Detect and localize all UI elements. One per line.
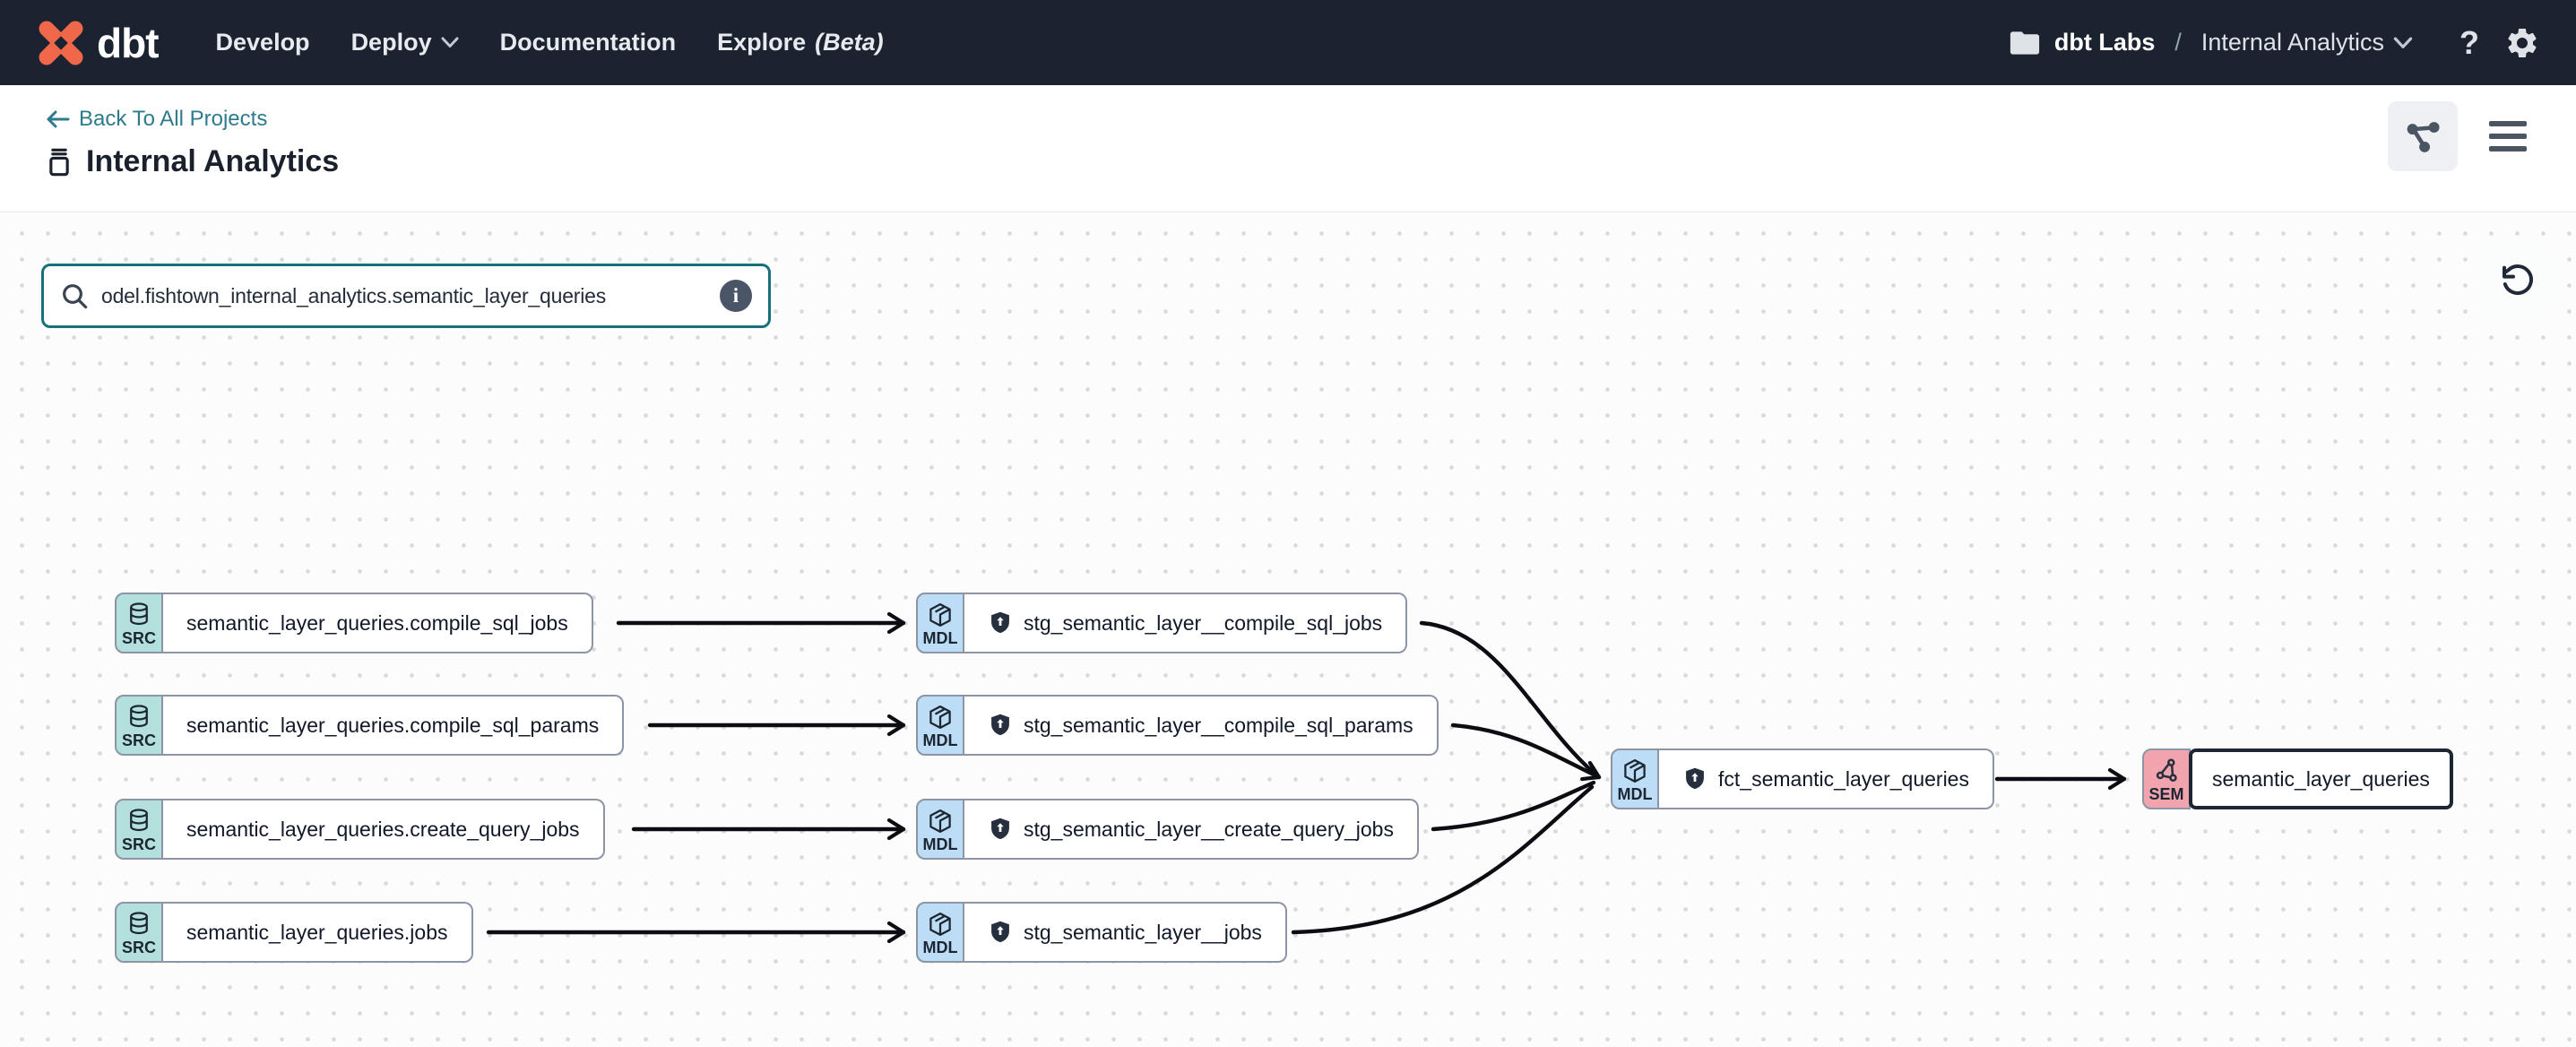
chevron-down-icon: [2393, 37, 2413, 48]
shield-icon: [991, 921, 1009, 943]
page-title: Internal Analytics: [86, 144, 340, 178]
shield-icon: [991, 818, 1009, 840]
graph-node-source[interactable]: SRC semantic_layer_queries.compile_sql_p…: [115, 695, 625, 756]
node-label: semantic_layer_queries.create_query_jobs: [186, 817, 580, 841]
hamburger-icon: [2489, 121, 2527, 126]
graph-node-semantic-model-selected[interactable]: SEM semantic_layer_queries: [2142, 748, 2453, 809]
cube-icon: [929, 913, 951, 936]
project-icon: [49, 148, 69, 176]
shield-icon: [991, 714, 1009, 736]
database-icon: [130, 912, 148, 935]
node-label: semantic_layer_queries: [2212, 766, 2430, 791]
nav-links: Develop Deploy Documentation Explore (Be…: [216, 29, 884, 56]
nav-item-explore[interactable]: Explore (Beta): [717, 29, 884, 56]
graph-node-model[interactable]: MDL stg_semantic_layer__jobs: [916, 902, 1287, 963]
node-label: stg_semantic_layer__compile_sql_jobs: [1024, 610, 1383, 635]
rotate-ccw-icon: [2503, 264, 2533, 295]
beta-tag: (Beta): [815, 29, 884, 56]
model-badge: MDL: [1611, 748, 1659, 809]
shield-icon: [1686, 767, 1704, 790]
model-badge: MDL: [916, 799, 964, 860]
search-input[interactable]: odel.fishtown_internal_analytics.semanti…: [41, 264, 771, 328]
node-label: fct_semantic_layer_queries: [1718, 766, 1969, 791]
node-label: stg_semantic_layer__compile_sql_params: [1024, 713, 1413, 737]
nav-item-develop[interactable]: Develop: [215, 29, 310, 56]
nav-icon-group: ?: [2459, 24, 2540, 62]
node-label: stg_semantic_layer__create_query_jobs: [1024, 817, 1394, 841]
model-badge: MDL: [916, 695, 964, 756]
model-badge: MDL: [916, 593, 964, 653]
semantic-model-icon: [2156, 758, 2177, 783]
view-toggle-group: [2388, 101, 2529, 171]
semantic-badge: SEM: [2142, 748, 2191, 809]
graph-node-model[interactable]: MDL stg_semantic_layer__compile_sql_jobs: [916, 593, 1408, 653]
reset-view-button[interactable]: [2483, 246, 2553, 314]
page-header: Back To All Projects Internal Analytics: [0, 85, 2576, 212]
database-icon: [130, 705, 148, 728]
graph-node-source[interactable]: SRC semantic_layer_queries.create_query_…: [115, 799, 605, 860]
cube-icon: [929, 809, 951, 833]
top-nav: dbt Develop Deploy Documentation Explore…: [0, 0, 2576, 85]
lineage-view-button[interactable]: [2388, 101, 2458, 171]
back-to-projects-link[interactable]: Back To All Projects: [45, 107, 267, 132]
arrow-left-icon: [47, 110, 70, 128]
nav-right: dbt Labs / Internal Analytics ?: [2010, 24, 2540, 62]
node-label: stg_semantic_layer__jobs: [1024, 920, 1262, 944]
nav-item-deploy[interactable]: Deploy: [351, 29, 459, 56]
title-row: Internal Analytics: [45, 144, 2531, 179]
account-breadcrumb[interactable]: dbt Labs: [2053, 29, 2156, 56]
lineage-icon: [2407, 122, 2440, 152]
list-view-button[interactable]: [2486, 101, 2529, 171]
node-label: semantic_layer_queries.compile_sql_jobs: [186, 610, 568, 635]
project-breadcrumb[interactable]: Internal Analytics: [2201, 29, 2413, 56]
gear-icon[interactable]: [2504, 25, 2540, 61]
node-label: semantic_layer_queries.jobs: [186, 920, 448, 944]
cube-icon: [929, 705, 951, 729]
graph-node-model[interactable]: MDL stg_semantic_layer__create_query_job…: [916, 799, 1419, 860]
cube-icon: [929, 603, 951, 627]
database-icon: [130, 602, 148, 626]
database-icon: [130, 809, 148, 832]
dbt-logo[interactable]: dbt: [36, 18, 160, 68]
search-value[interactable]: odel.fishtown_internal_analytics.semanti…: [101, 283, 607, 307]
lineage-canvas[interactable]: odel.fishtown_internal_analytics.semanti…: [0, 213, 2576, 1047]
node-label: semantic_layer_queries.compile_sql_param…: [186, 713, 600, 737]
search-icon: [63, 284, 88, 309]
graph-node-fct-model[interactable]: MDL fct_semantic_layer_queries: [1611, 748, 1994, 809]
source-badge: SRC: [115, 799, 163, 860]
graph-node-model[interactable]: MDL stg_semantic_layer__compile_sql_para…: [916, 695, 1439, 756]
help-icon[interactable]: ?: [2459, 23, 2479, 61]
graph-node-source[interactable]: SRC semantic_layer_queries.jobs: [115, 902, 473, 963]
dbt-logo-icon: [39, 21, 83, 65]
info-icon[interactable]: i: [720, 280, 752, 312]
shield-icon: [991, 611, 1009, 634]
source-badge: SRC: [115, 902, 163, 963]
model-badge: MDL: [916, 902, 964, 963]
breadcrumb-separator: /: [2174, 29, 2182, 56]
cube-icon: [1624, 759, 1646, 783]
source-badge: SRC: [115, 593, 163, 653]
chevron-down-icon: [441, 37, 459, 48]
graph-node-source[interactable]: SRC semantic_layer_queries.compile_sql_j…: [115, 593, 593, 653]
dbt-logo-text: dbt: [97, 19, 160, 66]
source-badge: SRC: [115, 695, 163, 756]
nav-item-documentation[interactable]: Documentation: [499, 29, 677, 56]
folder-icon: [2010, 30, 2039, 55]
